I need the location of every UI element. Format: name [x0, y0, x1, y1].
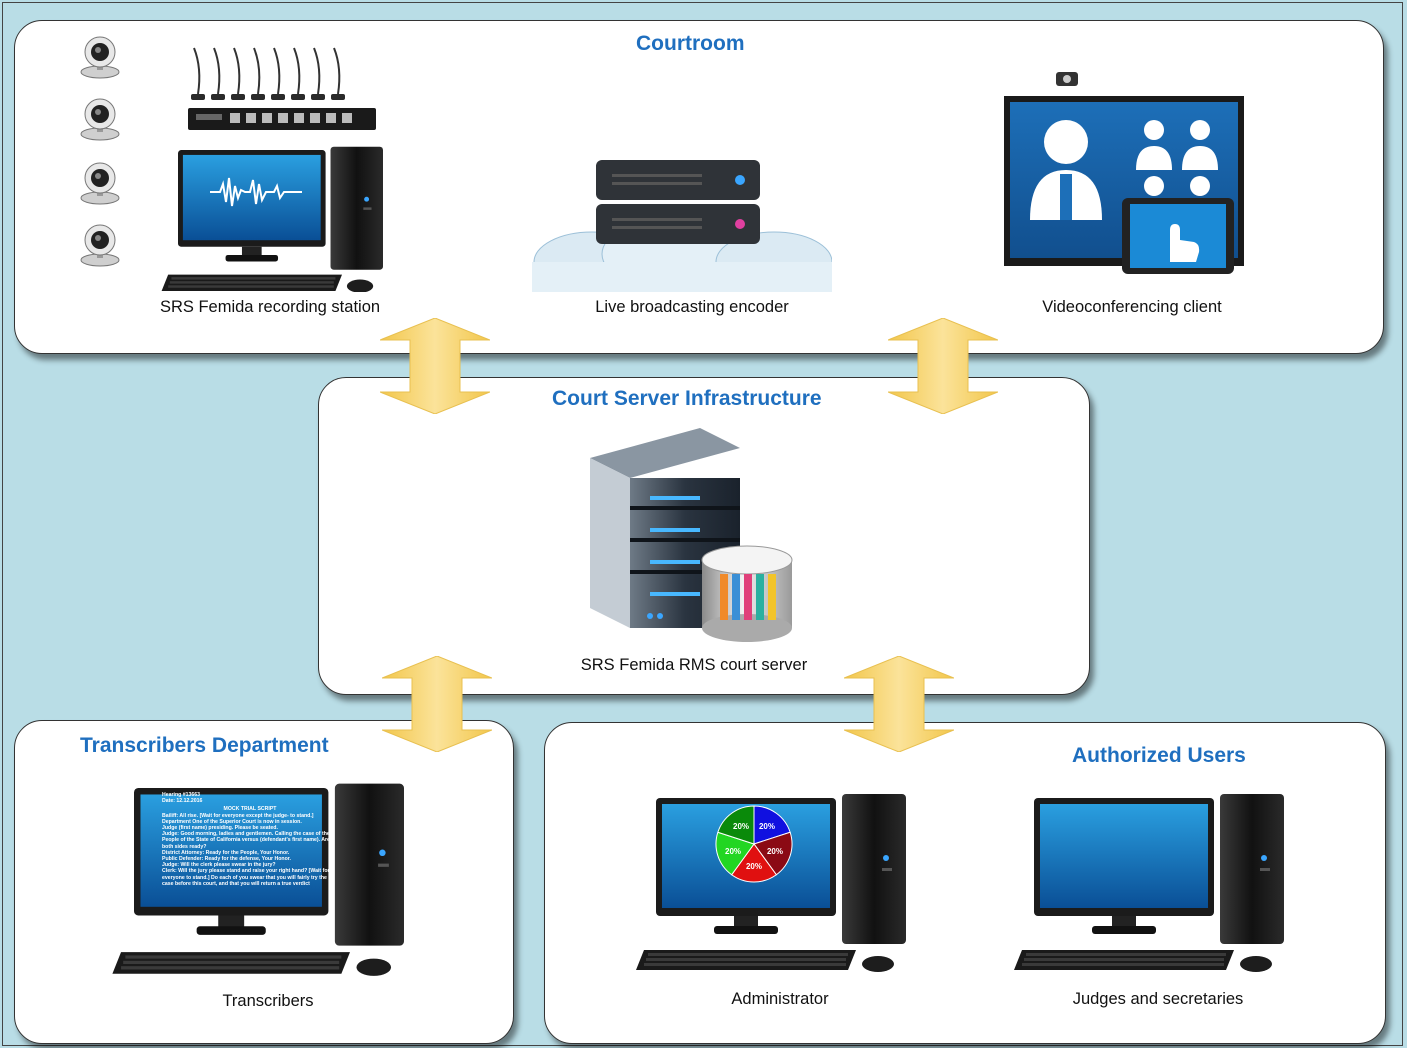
server-title: Court Server Infrastructure: [552, 387, 822, 410]
transcript-line: Bailiff: All rise. [Wait for everyone ex…: [162, 812, 314, 819]
double-arrow-server-users: [844, 656, 954, 752]
transcript-line: Public Defender: Ready for the defense, …: [162, 856, 291, 863]
transcript-line: case before this court, and that you wil…: [162, 880, 310, 887]
pie-slice: [717, 805, 755, 845]
pie-slice: [753, 831, 793, 876]
courtroom-title: Courtroom: [636, 32, 745, 55]
transcript-header-line: Hearing #13663: [162, 792, 201, 798]
transcript-line: Judge: Good morning, ladies and gentleme…: [162, 831, 330, 838]
server-database-icon: [590, 428, 793, 642]
pie-slice-label: 20%: [746, 862, 762, 871]
desktop-computer-icon: [1014, 794, 1284, 972]
transcript-line: Judge (first name) presiding. Please be …: [162, 825, 278, 832]
videoconferencing-label: Videoconferencing client: [1042, 298, 1222, 316]
pie-slice: [753, 805, 791, 845]
judges-secretaries-label: Judges and secretaries: [1072, 990, 1244, 1008]
transcript-line: People of the State of California versus…: [162, 837, 330, 844]
transcript-title: MOCK TRIAL SCRIPT: [223, 806, 277, 813]
cloud-server-icon: [532, 160, 832, 292]
users-title: Authorized Users: [1072, 744, 1246, 767]
pie-slice-label: 20%: [725, 847, 741, 856]
rms-server-label: SRS Femida RMS court server: [580, 656, 808, 674]
videoconference-screen-icon: [1004, 72, 1244, 274]
transcript-line: District Attorney: Ready for the People,…: [162, 849, 290, 856]
transcribers-label: Transcribers: [222, 992, 314, 1010]
administrator-label: Administrator: [731, 990, 829, 1008]
pie-slice-label: 20%: [759, 822, 775, 831]
double-arrow-courtroom-server-left: [380, 318, 490, 414]
transcribers-title: Transcribers Department: [80, 734, 329, 757]
pie-slice: [730, 843, 778, 883]
transcript-header-line: Date: 12.12.2016: [162, 798, 203, 805]
transcript-line: everyone to stand.] Do each of you swear…: [162, 874, 327, 881]
transcript-line: both sides ready?: [162, 843, 207, 850]
broadcast-encoder-label: Live broadcasting encoder: [595, 298, 789, 316]
transcript-line: Judge: Will the clerk please swear in th…: [162, 862, 276, 869]
pie-slice-label: 20%: [767, 847, 783, 856]
recording-station-icon: [80, 36, 383, 292]
pie-chart-graphic: 20% 20% 20% 20% 20%: [715, 805, 793, 883]
double-arrow-server-transcribers: [382, 656, 492, 752]
double-arrow-courtroom-server-right: [888, 318, 998, 414]
recording-station-label: SRS Femida recording station: [159, 298, 381, 316]
transcript-line: Department One of the Superior Court is …: [162, 818, 302, 825]
transcript-line: Clerk: Will the jury please stand and ra…: [162, 868, 330, 875]
pie-slice: [715, 831, 755, 876]
pie-slice-label: 20%: [733, 822, 749, 831]
